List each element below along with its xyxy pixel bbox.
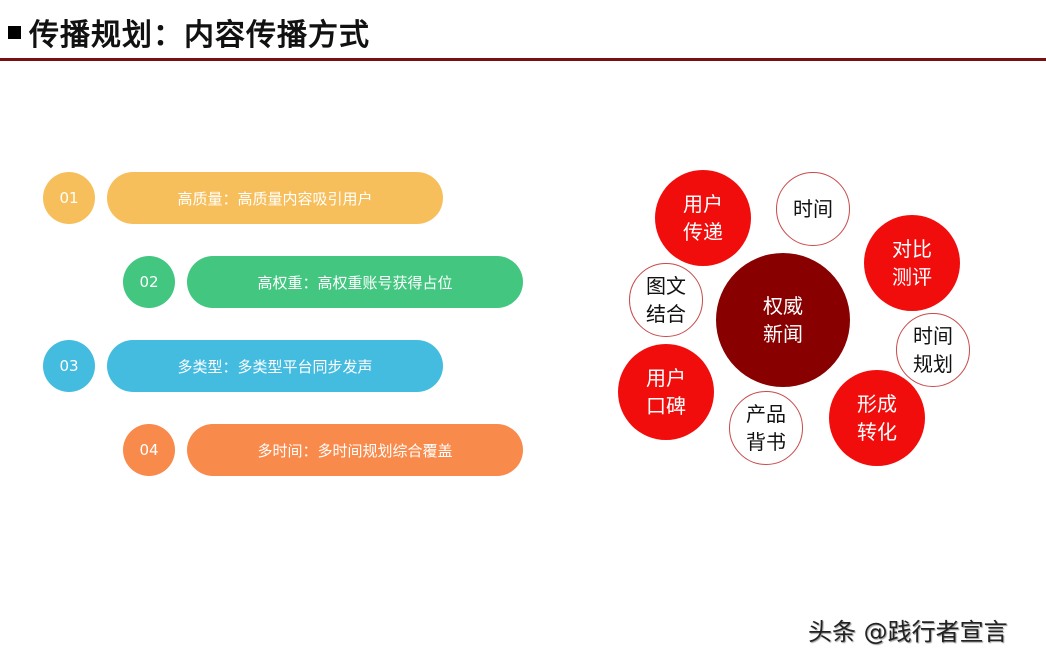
bubble-time-planning: 时间规划 xyxy=(896,313,970,387)
bubble-text: 时间 xyxy=(793,197,833,221)
bubble-text: 时间 xyxy=(913,324,953,348)
title-divider xyxy=(0,58,1046,61)
bubble-text: 结合 xyxy=(646,302,686,326)
watermark: 头条 @践行者宣言 xyxy=(808,618,1008,646)
bubble-text: 背书 xyxy=(746,430,786,454)
bubble-text: 用户 xyxy=(683,192,723,216)
bubble-product-endorsement: 产品背书 xyxy=(729,391,803,465)
item-pill-high-quality: 高质量：高质量内容吸引用户 xyxy=(107,172,443,224)
item-pill-multi-time: 多时间：多时间规划综合覆盖 xyxy=(187,424,523,476)
item-pill-multi-type: 多类型：多类型平台同步发声 xyxy=(107,340,443,392)
bubble-conversion: 形成转化 xyxy=(829,370,925,466)
bubble-text: 产品 xyxy=(746,402,786,426)
page-title-text: 传播规划：内容传播方式 xyxy=(29,18,370,53)
bubble-authoritative-news: 权威新闻 xyxy=(716,253,850,387)
bubble-text: 对比 xyxy=(892,237,932,261)
bubble-text: 规划 xyxy=(913,352,953,376)
bubble-text: 口碑 xyxy=(646,394,686,418)
page-title: 传播规划：内容传播方式 xyxy=(8,10,370,54)
square-bullet-icon xyxy=(8,25,21,39)
bubble-text-image: 图文结合 xyxy=(629,263,703,337)
bubble-text: 传递 xyxy=(683,220,723,244)
bubble-text: 测评 xyxy=(892,265,932,289)
item-number-03: 03 xyxy=(43,340,95,392)
bubble-text: 转化 xyxy=(857,420,897,444)
bubble-time: 时间 xyxy=(776,172,850,246)
bubble-text: 图文 xyxy=(646,274,686,298)
bubble-text: 用户 xyxy=(646,366,686,390)
item-number-01: 01 xyxy=(43,172,95,224)
bubble-text: 权威 xyxy=(763,294,803,318)
item-number-02: 02 xyxy=(123,256,175,308)
item-pill-high-weight: 高权重：高权重账号获得占位 xyxy=(187,256,523,308)
bubble-text: 形成 xyxy=(857,392,897,416)
bubble-text: 新闻 xyxy=(763,322,803,346)
item-number-04: 04 xyxy=(123,424,175,476)
bubble-word-of-mouth: 用户口碑 xyxy=(618,344,714,440)
bubble-comparison-review: 对比测评 xyxy=(864,215,960,311)
bubble-user-transfer: 用户传递 xyxy=(655,170,751,266)
